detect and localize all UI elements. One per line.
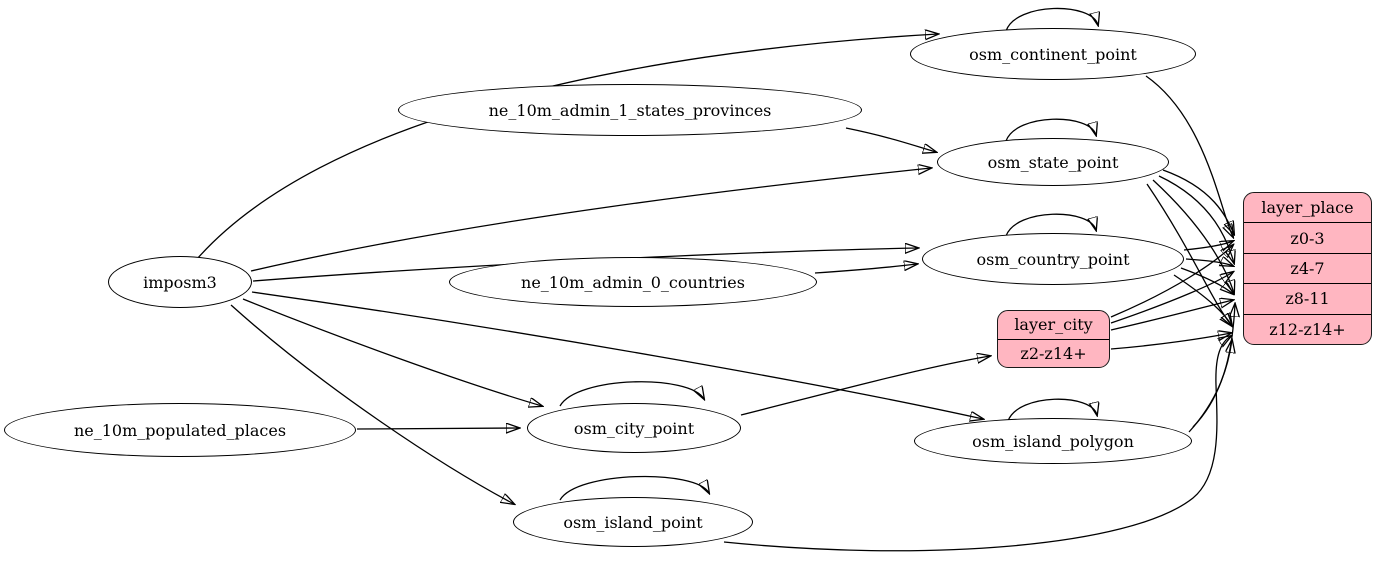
edge-osm_state_point-to-layer_place-z8-11 [1152,179,1234,293]
edge-imposm3-to-osm_city_point [242,298,542,406]
edge-layer_city-to-layer_place-z12-z14 [1110,333,1231,350]
edge-imposm3-to-osm_island_polygon [251,291,983,419]
layer_city-row-z2-z14: z2-z14+ [998,338,1109,368]
edge-ne_10m_admin_1_states_provinces-to-osm_state_point [845,127,936,152]
node-ne_10m_admin_0_countries: ne_10m_admin_0_countries [449,257,817,307]
edge-osm_country_point-to-layer_place-z0-3 [1183,241,1233,250]
node-ne_10m_populated_places: ne_10m_populated_places [4,403,356,457]
node-osm_state_point-label: osm_state_point [987,152,1119,172]
edge-imposm3-to-osm_island_point [230,304,514,504]
edge-osm_state_point-to-layer_place-z0-3 [1162,169,1234,234]
node-osm_island_polygon: osm_island_polygon [914,418,1192,464]
edge-ne_10m_populated_places-to-osm_city_point [356,428,519,429]
node-osm_city_point-label: osm_city_point [573,418,695,438]
node-osm_continent_point-label: osm_continent_point [969,44,1137,64]
edge-osm_country_point-to-layer_place-z12-z14 [1173,274,1232,326]
node-imposm3: imposm3 [108,256,252,308]
edge-layer_city-to-layer_place-z0-3 [1110,245,1233,318]
node-osm_city_point: osm_city_point [527,403,741,453]
node-osm_island_polygon-label: osm_island_polygon [972,431,1134,451]
node-osm_continent_point: osm_continent_point [910,28,1196,80]
layer_place-title: layer_place [1261,198,1354,218]
node-osm_state_point: osm_state_point [937,138,1169,186]
layer_place-row-z12-z14: z12-z14+ [1244,313,1371,344]
node-osm_island_point-label: osm_island_point [563,512,703,532]
node-imposm3-label: imposm3 [143,272,217,292]
node-ne_10m_populated_places-label: ne_10m_populated_places [73,420,287,440]
node-layer_city: layer_city z2-z14+ [997,310,1110,368]
edge-osm_island_polygon-to-layer_place-z12-z14 [1188,340,1232,433]
edge-ne_10m_admin_0_countries-to-osm_country_point [814,264,917,274]
edge-layer_city-to-layer_place-z8-11 [1110,300,1233,331]
layer_city-title: layer_city [1014,315,1093,335]
self-loop-osm_country_point [1005,213,1096,237]
edge-imposm3-to-osm_state_point [250,168,931,272]
self-loop-osm_city_point [559,381,704,407]
edge-osm_city_point-to-layer_city [740,356,990,416]
edge-osm_country_point-to-layer_place-z4-7 [1185,259,1233,266]
layer_place-row-z0-3: z0-3 [1244,222,1371,252]
self-loop-osm_state_point [1005,118,1096,142]
edge-imposm3-to-osm_continent_point [196,34,938,260]
self-loop-osm_island_polygon [1007,398,1097,422]
node-osm_country_point: osm_country_point [922,233,1184,285]
node-osm_country_point-label: osm_country_point [976,249,1130,269]
node-osm_island_point: osm_island_point [513,497,753,547]
node-ne_10m_admin_1_states_provinces: ne_10m_admin_1_states_provinces [398,84,862,136]
edge-layer_city-to-layer_place-z4-7 [1110,272,1233,324]
node-ne_10m_admin_1_states_provinces-label: ne_10m_admin_1_states_provinces [488,100,772,120]
node-ne_10m_admin_0_countries-label: ne_10m_admin_0_countries [521,272,745,292]
self-loop-osm_continent_point [1005,7,1098,32]
edge-osm_island_point-to-layer_place-z12-z14 [723,336,1231,552]
node-layer_place: layer_place z0-3 z4-7 z8-11 z12-z14+ [1243,192,1372,345]
self-loop-osm_island_point [559,475,709,501]
layer_place-row-z8-11: z8-11 [1244,283,1371,313]
layer_place-row-z4-7: z4-7 [1244,252,1371,283]
